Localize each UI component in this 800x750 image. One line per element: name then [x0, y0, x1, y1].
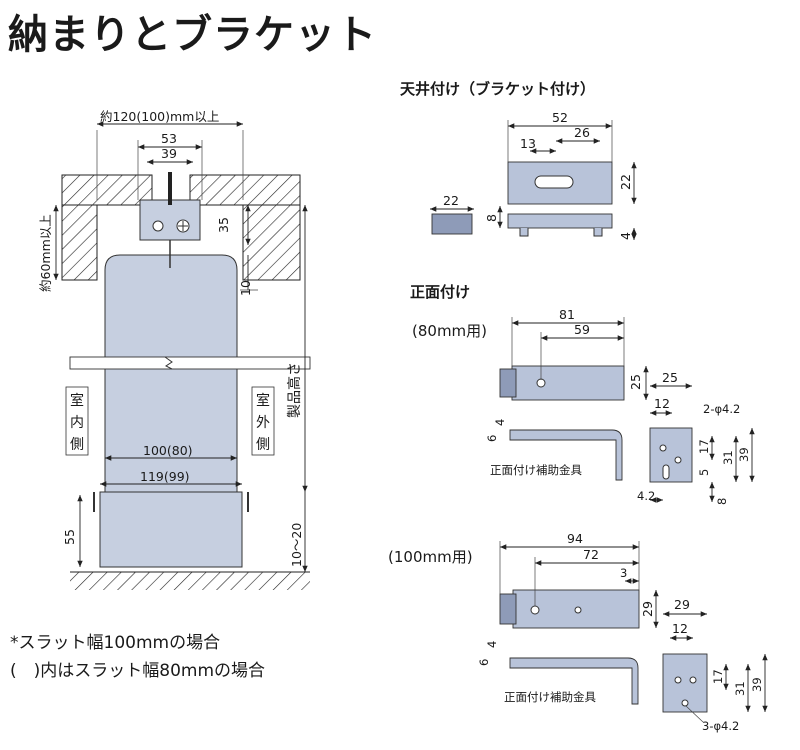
f80-dim-5: 5 — [697, 469, 711, 476]
front80-side-view — [649, 427, 693, 483]
f80-dim-25: 25 — [628, 374, 643, 390]
ceiling-bracket-drawing: 52 26 13 22 22 8 4 — [430, 110, 637, 240]
cb-dim-52: 52 — [552, 110, 568, 125]
cb-dim-8: 8 — [484, 214, 499, 222]
blind-body — [104, 254, 238, 493]
f80-dim-6: 6 — [485, 435, 499, 442]
product-height-label: 製品高さ — [286, 362, 303, 418]
top-bracket — [139, 199, 201, 241]
dim-bottom-width: 119(99) — [140, 469, 190, 484]
dim-10: 10 — [238, 280, 253, 296]
cb-dim-22: 22 — [618, 174, 633, 190]
f100-dim-94: 94 — [567, 531, 583, 546]
front80-heading: (80mm用) — [412, 322, 488, 340]
cb-dim-22b: 22 — [443, 193, 459, 208]
f80-side-dim-25: 25 — [662, 370, 678, 385]
f100-dim-3: 3 — [620, 566, 627, 580]
f80-dim-81: 81 — [559, 307, 575, 322]
dim-slat-width: 100(80) — [143, 443, 193, 458]
wall-left — [61, 204, 98, 281]
indoor-char-3: 側 — [70, 437, 84, 453]
bottom-rail — [99, 491, 243, 568]
front100-drawing: 94 72 3 29 4 6 正面付け補助金具 29 12 17 31 39 3… — [477, 531, 768, 733]
outdoor-char-1: 室 — [256, 392, 270, 409]
ceiling-left — [61, 174, 153, 206]
f80-dim-4: 4 — [493, 419, 507, 426]
note-80mm: ( )内はスラット幅80mmの場合 — [10, 661, 266, 681]
dim-35: 35 — [216, 217, 231, 233]
f100-dim-4: 4 — [485, 641, 499, 648]
outdoor-char-3: 側 — [256, 437, 270, 453]
page-title: 納まりとブラケット — [8, 12, 377, 58]
ceiling-right — [189, 174, 301, 206]
note-100mm: *スラット幅100mmの場合 — [10, 633, 221, 653]
f100-dim-72: 72 — [583, 547, 599, 562]
f100-aux-label: 正面付け補助金具 — [504, 690, 596, 704]
cb-dim-26: 26 — [574, 125, 590, 140]
f80-hole-label: 2-φ4.2 — [703, 402, 740, 416]
cb-dim-13: 13 — [520, 136, 536, 151]
f100-hole-label: 3-φ4.2 — [702, 719, 739, 733]
dim-55: 55 — [62, 529, 77, 545]
front-mount-heading: 正面付け — [410, 283, 471, 301]
ceiling-bracket-side-view — [507, 213, 613, 229]
dim-39: 39 — [161, 146, 177, 161]
f80-dim-59: 59 — [574, 322, 590, 337]
front80-drawing: 81 59 25 4 6 正面付け補助金具 25 12 2-φ4.2 17 31… — [485, 307, 755, 505]
front80-aux-bracket — [509, 429, 623, 481]
indoor-char-2: 内 — [70, 415, 84, 431]
f100-dim-6: 6 — [477, 659, 491, 666]
f100-dim-31: 31 — [733, 681, 747, 696]
f80-dim-17: 17 — [697, 439, 711, 454]
f80-dim-31: 31 — [721, 450, 735, 465]
f100-side-dim-12: 12 — [672, 621, 688, 636]
floor — [70, 572, 310, 590]
installation-diagram: 約120(100)mm以上 53 39 35 10 約60mm以上 製品高さ 室… — [38, 109, 311, 590]
f100-dim-29: 29 — [640, 601, 655, 617]
f100-dim-39: 39 — [750, 677, 764, 692]
front100-aux-bracket — [509, 657, 639, 705]
cb-dim-4: 4 — [618, 232, 633, 240]
f80-dim-39: 39 — [737, 447, 751, 462]
f80-dim-8: 8 — [715, 498, 729, 505]
f100-dim-17: 17 — [711, 669, 725, 684]
dim-left-vertical: 約60mm以上 — [38, 214, 53, 292]
f80-aux-label: 正面付け補助金具 — [490, 463, 582, 477]
wall-right — [242, 204, 301, 281]
dim-top-width: 約120(100)mm以上 — [100, 109, 219, 124]
dim-53: 53 — [161, 131, 177, 146]
outdoor-char-2: 外 — [256, 415, 270, 431]
front80-bracket-top — [511, 365, 625, 401]
indoor-char-1: 室 — [70, 392, 84, 409]
ceiling-mount-heading: 天井付け（ブラケット付け） — [400, 80, 596, 98]
f80-dim-4-2: 4.2 — [637, 489, 655, 503]
front100-heading: (100mm用) — [388, 548, 473, 566]
f80-side-dim-12: 12 — [654, 396, 670, 411]
ceiling-small-part — [431, 213, 473, 235]
f100-side-dim-29: 29 — [674, 597, 690, 612]
dim-bottom-gap: 10〜20 — [289, 523, 304, 567]
